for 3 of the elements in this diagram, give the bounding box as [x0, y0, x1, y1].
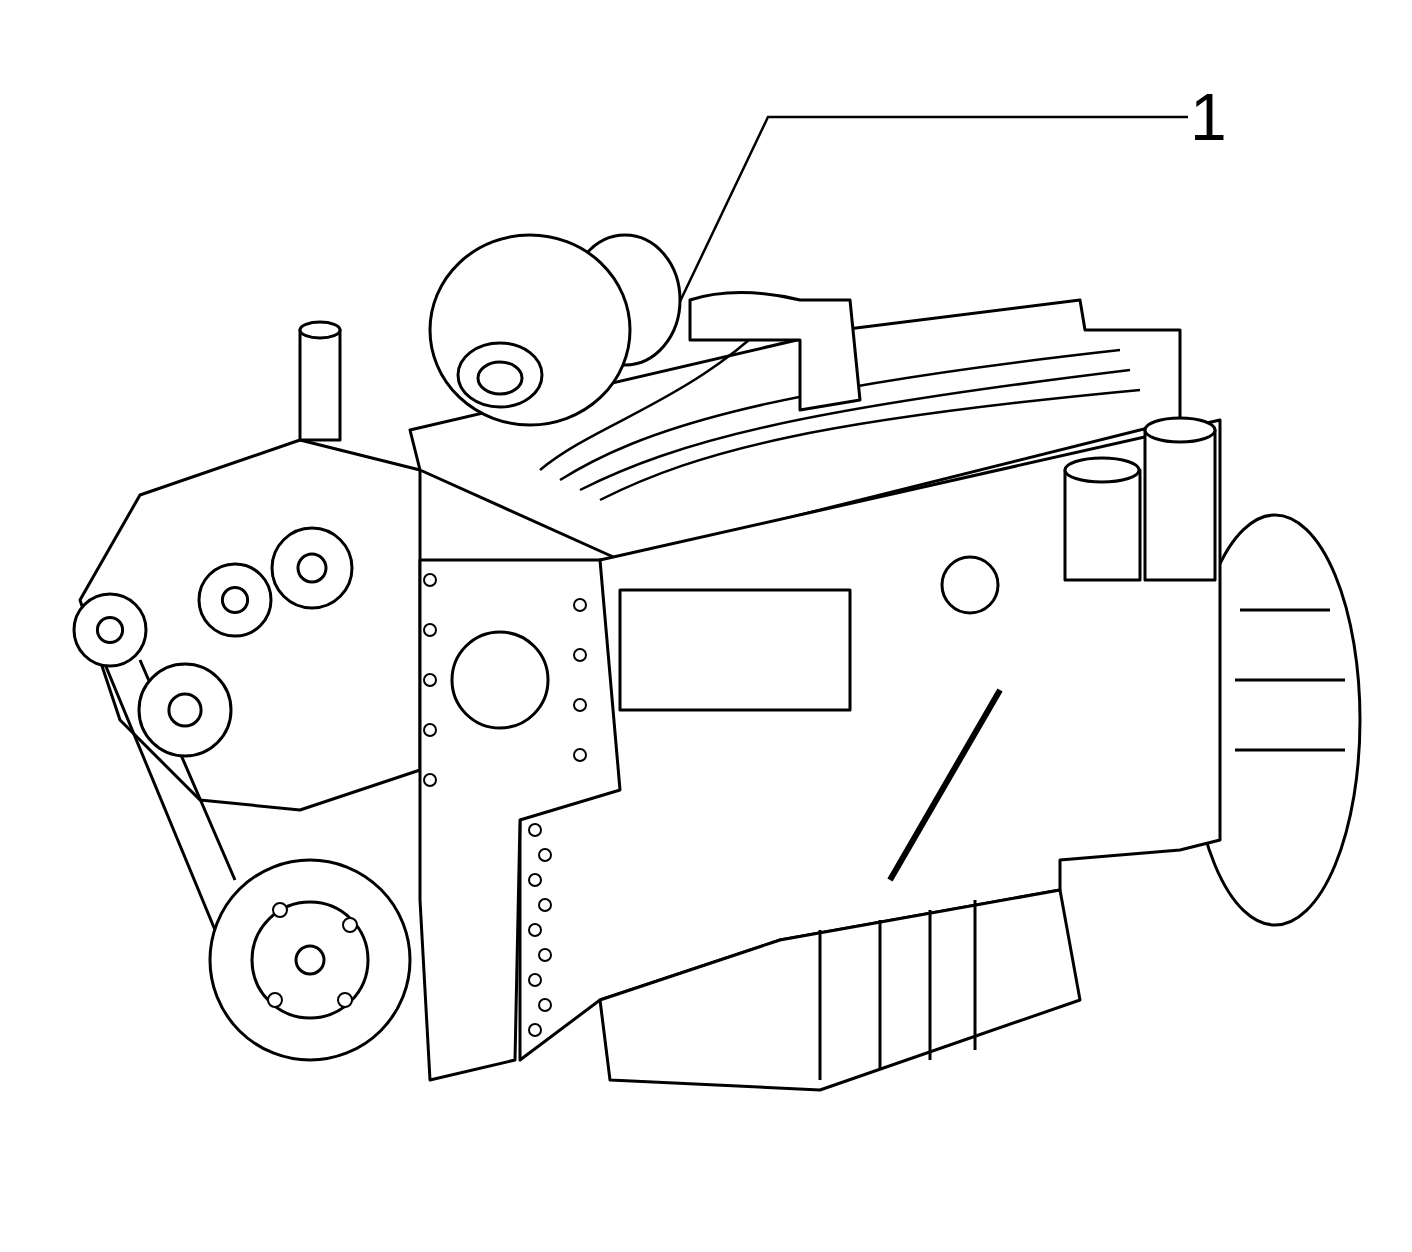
turbocharger-drawing	[428, 233, 682, 427]
callout-number: 1	[1190, 84, 1227, 150]
leader-line	[678, 115, 1188, 303]
